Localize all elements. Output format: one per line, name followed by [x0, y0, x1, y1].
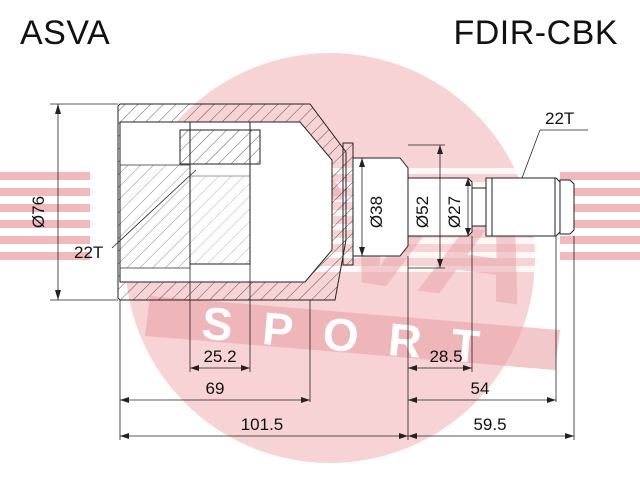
label-diameter-38: Ø38 — [367, 196, 386, 228]
label-total-length: 101.5 — [241, 415, 284, 434]
label-diameter-52: Ø52 — [413, 196, 432, 228]
shaft-neck — [471, 187, 487, 227]
shaft-spline — [485, 177, 561, 237]
brand-title: ASVA — [20, 14, 111, 52]
housing-neck — [342, 142, 354, 266]
dimension-arrows — [55, 104, 574, 439]
label-diameter-27: Ø27 — [445, 196, 464, 228]
shaft-shoulder — [352, 157, 409, 257]
inner-race-section — [119, 164, 191, 269]
label-shaft-length-1: 28.5 — [429, 347, 462, 366]
shaft-end — [559, 179, 575, 235]
dimension-lines — [50, 103, 588, 440]
label-shaft-length-2: 54 — [471, 379, 490, 398]
label-shaft-spline: 22T — [545, 109, 574, 128]
label-housing-length: 69 — [206, 379, 225, 398]
label-outer-diameter: Ø76 — [29, 196, 48, 228]
inner-race-collar-top — [179, 129, 261, 165]
watermark-stripes-side — [0, 172, 640, 260]
part-number: FDIR-CBK — [453, 14, 618, 52]
cv-joint-part — [117, 103, 575, 301]
inner-race-collar-bottom — [189, 175, 251, 265]
label-inner-spline: 22T — [74, 243, 103, 262]
watermark-sport-bar — [145, 296, 560, 370]
label-shaft-length-3: 59.5 — [473, 415, 506, 434]
label-inner-length: 25.2 — [203, 347, 236, 366]
